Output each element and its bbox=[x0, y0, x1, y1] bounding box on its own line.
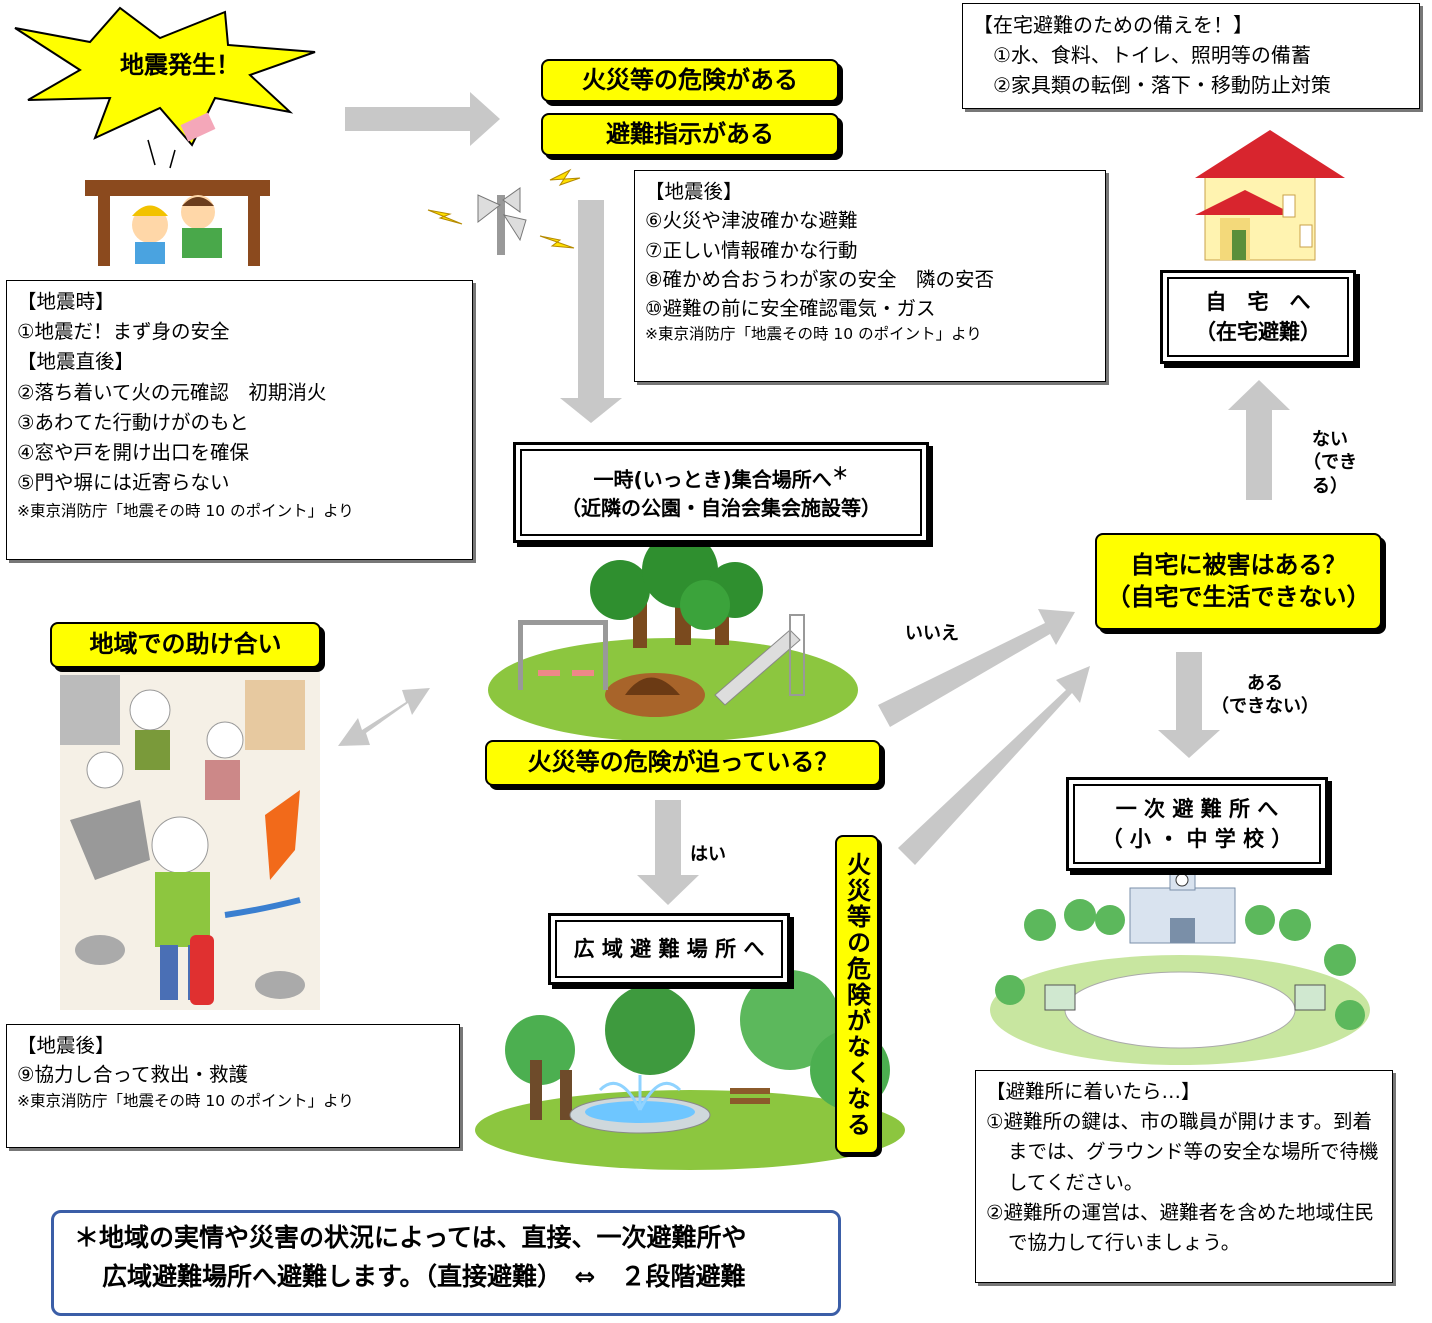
after-quake-item8: ⑧確かめ合おうわが家の安全 隣の安否 bbox=[645, 267, 994, 291]
arrow-to-damage-no bbox=[878, 609, 1075, 727]
home-box-line2: （在宅避難） bbox=[1195, 320, 1321, 344]
direct-evacuation-note: ＊地域の実情や災害の状況によっては、直接、一次避難所や 広域避難場所へ避難します… bbox=[51, 1210, 841, 1316]
during-quake-title1: 【地震時】 bbox=[17, 290, 115, 313]
home-damage-line2: （自宅で生活できない） bbox=[1106, 582, 1371, 611]
bottom-note-line1: ＊地域の実情や災害の状況によっては、直接、一次避難所や bbox=[74, 1223, 747, 1252]
yes-damage-line1: ある bbox=[1247, 673, 1283, 694]
shelter-arrival-title: 【避難所に着いたら…】 bbox=[986, 1080, 1201, 1103]
during-quake-title2: 【地震直後】 bbox=[17, 350, 135, 374]
during-quake-item3: ③あわてた行動けがのもと bbox=[17, 410, 249, 434]
park-icon bbox=[488, 532, 858, 742]
fire-danger-label: 火災等の危険がある bbox=[541, 59, 839, 102]
after-quake-item10: ⑩避難の前に安全確認電気・ガス bbox=[645, 297, 936, 320]
shelter-arrival-item2: ②避難所の運営は、避難者を含めた地域住民で協力して行いましょう。 bbox=[986, 1200, 1374, 1255]
bottom-note-line2: 広域避難場所へ避難します。（直接避難） ⇔ ２段階避難 bbox=[102, 1261, 746, 1291]
after-quake-source: ※東京消防庁「地震その時 10 のポイント」より bbox=[645, 325, 982, 344]
arrow-danger-to-assembly bbox=[560, 200, 622, 423]
after-quake-item6: ⑥火災や津波確かな避難 bbox=[645, 209, 858, 233]
table-shelter-icon bbox=[85, 112, 270, 266]
after-quake-title: 【地震後】 bbox=[645, 180, 743, 203]
rescue-note: 【地震後】 ⑨協力し合って救出・救護 ※東京消防庁「地震その時 10 のポイント… bbox=[6, 1024, 460, 1148]
arrow-assembly-to-wide bbox=[637, 800, 699, 905]
wide-area-park-icon bbox=[475, 970, 905, 1170]
during-quake-item1: ①地震だ！まず身の安全 bbox=[17, 320, 230, 344]
shelter-arrival-item1: ①避難所の鍵は、市の職員が開けます。到着までは、グラウンド等の安全な場所で待機し… bbox=[986, 1110, 1379, 1194]
home-damage-line1: 自宅に被害はある？ bbox=[1130, 551, 1347, 580]
after-quake-item7: ⑦正しい情報確かな行動 bbox=[645, 238, 858, 262]
during-quake-note: 【地震時】 ①地震だ！まず身の安全 【地震直後】 ②落ち着いて火の元確認 初期消… bbox=[6, 280, 473, 560]
fire-gone-label: 火災等の危険がなくなる bbox=[835, 835, 879, 1154]
community-help-label: 地域での助け合い bbox=[50, 622, 321, 668]
primary-shelter-line1: 一 次 避 難 所 へ bbox=[1115, 796, 1279, 821]
yes-label: はい bbox=[690, 844, 726, 865]
temp-assembly-box: 一時(いっとき)集合場所へ＊ （近隣の公園・自治会集会施設等） bbox=[513, 442, 929, 543]
no-answer-label: いいえ bbox=[905, 623, 959, 644]
home-box: 自 宅 へ （在宅避難） bbox=[1160, 270, 1356, 364]
arrow-to-damage-clear bbox=[898, 666, 1090, 865]
home-prep-title: 【在宅避難のための備えを！】 bbox=[973, 13, 1253, 37]
temp-assembly-line2: （近隣の公園・自治会集会施設等） bbox=[561, 496, 881, 521]
yes-damage-label: ある （できない） bbox=[1210, 672, 1320, 719]
arrow-quake-to-danger bbox=[345, 92, 500, 146]
arrow-home-up bbox=[1228, 380, 1290, 500]
during-quake-source: ※東京消防庁「地震その時 10 のポイント」より bbox=[17, 501, 354, 520]
loudspeaker-icon bbox=[427, 168, 581, 255]
during-quake-item4: ④窓や戸を開け出口を確保 bbox=[17, 441, 249, 465]
double-arrow-community bbox=[338, 688, 430, 746]
quake-banner: 地震発生！ bbox=[120, 51, 240, 79]
home-prep-item1: ①水、食料、トイレ、照明等の備蓄 bbox=[993, 43, 1311, 67]
no-label: ない （できる） bbox=[1290, 428, 1370, 498]
yes-damage-line2: （できない） bbox=[1211, 696, 1319, 718]
home-prep-note: 【在宅避難のための備えを！】 ①水、食料、トイレ、照明等の備蓄 ②家具類の転倒・… bbox=[962, 3, 1420, 109]
primary-shelter-box: 一 次 避 難 所 へ （ 小 ・ 中 学 校 ） bbox=[1066, 777, 1328, 871]
temp-assembly-line1: 一時(いっとき)集合場所へ bbox=[593, 467, 832, 492]
wide-area-box: 広 域 避 難 場 所 へ bbox=[548, 913, 790, 985]
home-damage-question: 自宅に被害はある？ （自宅で生活できない） bbox=[1095, 533, 1382, 630]
evac-order-label: 避難指示がある bbox=[541, 113, 839, 156]
shelter-arrival-note: 【避難所に着いたら…】 ①避難所の鍵は、市の職員が開けます。到着までは、グラウン… bbox=[975, 1070, 1393, 1283]
rescue-title: 【地震後】 bbox=[17, 1034, 115, 1057]
arrow-damage-down bbox=[1158, 652, 1220, 758]
rescue-item9: ⑨協力し合って救出・救護 bbox=[17, 1063, 249, 1087]
during-quake-item5: ⑤門や塀には近寄らない bbox=[17, 471, 230, 495]
wide-area-label: 広 域 避 難 場 所 へ bbox=[555, 920, 783, 978]
starburst-icon bbox=[14, 6, 316, 147]
during-quake-item2: ②落ち着いて火の元確認 初期消火 bbox=[17, 380, 327, 404]
no-label-line1: ない bbox=[1312, 429, 1348, 450]
flow-arrows bbox=[338, 92, 1290, 905]
community-help-icon bbox=[60, 670, 320, 1010]
primary-shelter-line2: （ 小 ・ 中 学 校 ） bbox=[1101, 827, 1293, 851]
home-box-line1: 自 宅 へ bbox=[1205, 289, 1311, 314]
no-label-line2: （できる） bbox=[1303, 452, 1357, 497]
after-quake-note: 【地震後】 ⑥火災や津波確かな避難 ⑦正しい情報確かな行動 ⑧確かめ合おうわが家… bbox=[634, 170, 1106, 382]
rescue-source: ※東京消防庁「地震その時 10 のポイント」より bbox=[17, 1091, 354, 1110]
home-prep-item2: ②家具類の転倒・落下・移動防止対策 bbox=[993, 73, 1331, 97]
house-icon bbox=[1195, 130, 1345, 261]
asterisk-mark: ＊ bbox=[831, 463, 849, 483]
school-icon bbox=[990, 869, 1370, 1065]
fire-approach-question: 火災等の危険が迫っている？ bbox=[485, 740, 881, 786]
